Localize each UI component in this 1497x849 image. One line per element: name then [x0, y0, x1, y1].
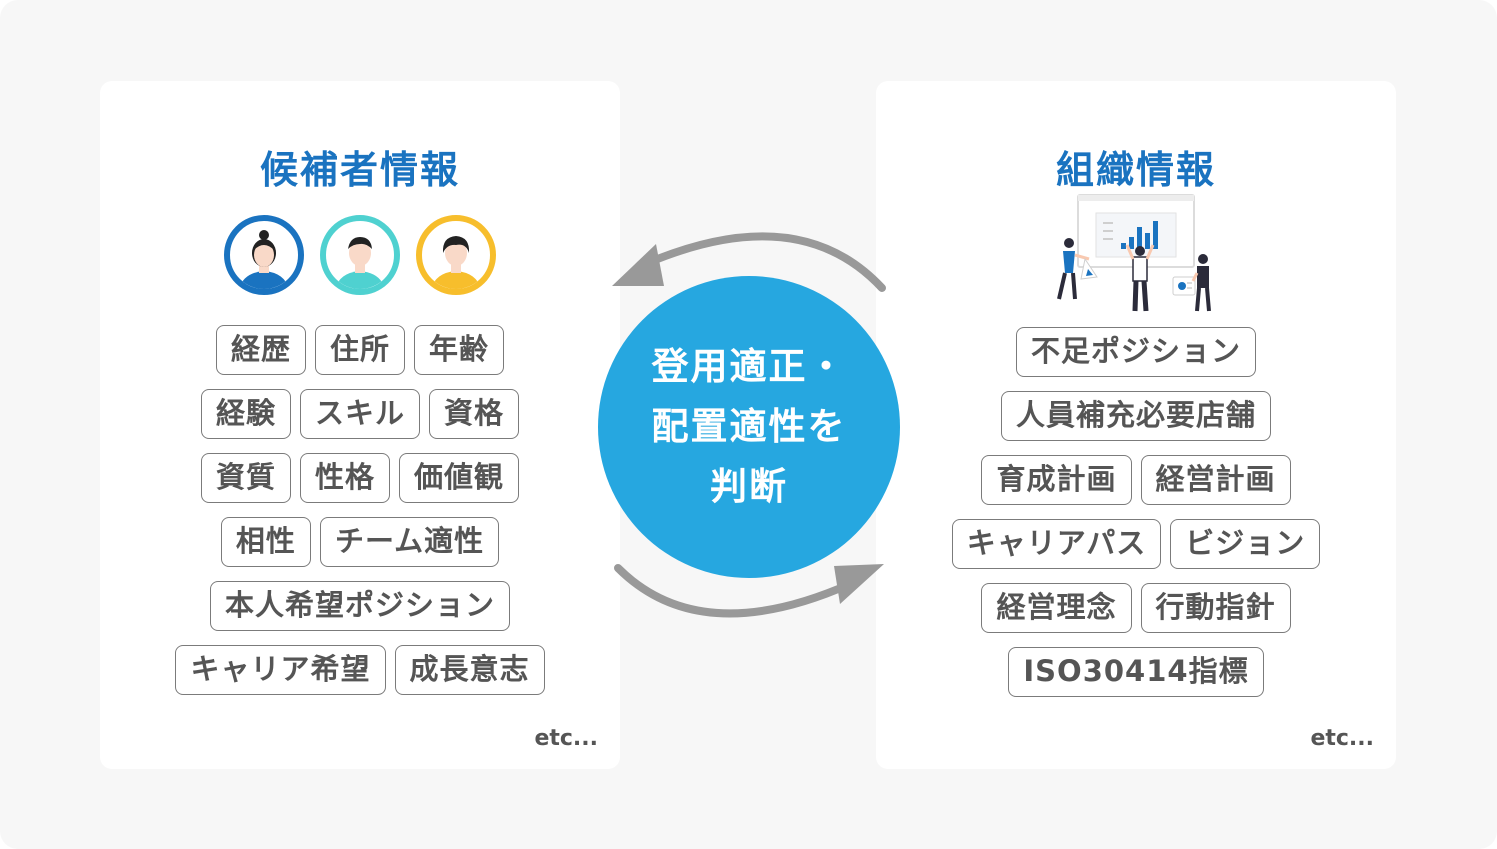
tag-item: 住所: [314, 325, 405, 375]
tag-item: 人員補充必要店舗: [1000, 391, 1271, 441]
tag-row: 本人希望ポジション: [100, 581, 620, 645]
candidate-avatars: [100, 215, 620, 295]
tag-row: 不足ポジション: [876, 327, 1396, 391]
tag-item: キャリア希望: [175, 645, 386, 695]
avatar-woman-icon: [224, 215, 304, 295]
candidate-tag-list: 経歴 住所 年齢 経験 スキル 資格 資質 性格 価値観 相性 チーム適性 本人…: [100, 325, 620, 709]
organization-info-panel: 組織情報: [876, 81, 1396, 769]
organization-tag-list: 不足ポジション 人員補充必要店舗 育成計画 経営計画 キャリアパス ビジョン 経…: [876, 327, 1396, 711]
tag-row: キャリアパス ビジョン: [876, 519, 1396, 583]
tag-item: 価値観: [399, 453, 520, 503]
tag-item: ビジョン: [1170, 519, 1321, 569]
tag-item: 成長意志: [394, 645, 545, 695]
judgment-circle: 登用適正・ 配置適性を 判断: [598, 276, 900, 578]
tag-item: 資質: [200, 453, 291, 503]
tag-item: 経営計画: [1140, 455, 1291, 505]
tag-item: 資格: [429, 389, 520, 439]
tag-row: ISO30414指標: [876, 647, 1396, 711]
etc-label: etc...: [534, 726, 598, 751]
organization-info-title: 組織情報: [1055, 148, 1216, 192]
avatar-man-teal-icon: [320, 215, 400, 295]
tag-row: 相性 チーム適性: [100, 517, 620, 581]
tag-row: 資質 性格 価値観: [100, 453, 620, 517]
tag-row: 経営理念 行動指針: [876, 583, 1396, 647]
tag-item: ISO30414指標: [1008, 647, 1264, 697]
tag-item: 本人希望ポジション: [209, 581, 510, 631]
tag-item: 経験: [200, 389, 291, 439]
team-presentation-illustration: [1057, 194, 1211, 312]
tag-row: 経験 スキル 資格: [100, 389, 620, 453]
tag-item: 経歴: [215, 325, 306, 375]
judgment-text-line: 判断: [710, 465, 788, 508]
tag-item: 年齢: [414, 325, 505, 375]
avatar-man-yellow-icon: [416, 215, 496, 295]
etc-label: etc...: [1310, 726, 1374, 751]
tag-item: 経営理念: [981, 583, 1132, 633]
candidate-info-panel: 候補者情報: [100, 81, 620, 769]
tag-item: 行動指針: [1140, 583, 1291, 633]
tag-item: 性格: [299, 453, 390, 503]
tag-row: 経歴 住所 年齢: [100, 325, 620, 389]
tag-item: チーム適性: [319, 517, 500, 567]
tag-item: 相性: [220, 517, 311, 567]
tag-item: 育成計画: [981, 455, 1132, 505]
judgment-text-line: 登用適正・: [651, 345, 847, 388]
tag-item: スキル: [299, 389, 420, 439]
tag-row: 人員補充必要店舗: [876, 391, 1396, 455]
candidate-info-title: 候補者情報: [259, 148, 460, 192]
tag-row: 育成計画 経営計画: [876, 455, 1396, 519]
judgment-text-line: 配置適性を: [651, 405, 847, 448]
tag-row: キャリア希望 成長意志: [100, 645, 620, 709]
tag-item: 不足ポジション: [1015, 327, 1256, 377]
cycle-arrow-icon: [612, 232, 886, 618]
tag-item: キャリアパス: [951, 519, 1162, 569]
